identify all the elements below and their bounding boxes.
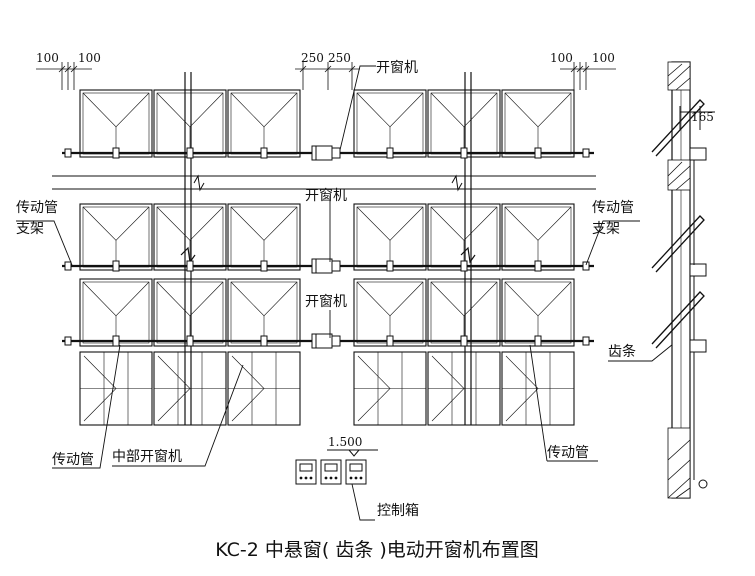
opener-label-top: 开窗机	[376, 59, 418, 76]
rack-gear	[386, 260, 394, 272]
window-grid	[79, 89, 575, 426]
drive-tube-label-right: 传动管	[547, 445, 589, 461]
dim-right-a: 100	[550, 51, 573, 65]
mid-sash-0-1-open-mark	[156, 206, 224, 241]
top-sash-4-open-mark	[430, 92, 498, 128]
elevation-mark	[327, 449, 378, 457]
rack-gear	[534, 260, 542, 272]
tube-bracket-label-left-2: 支架	[16, 221, 44, 237]
mid-sash-1-2-open-mark	[230, 281, 298, 317]
dim-mid-b: 250	[328, 51, 351, 65]
dim-right-b: 100	[592, 51, 615, 65]
rack-gear	[534, 335, 542, 347]
tube-bracket	[64, 336, 72, 346]
mid-sash-0-4-open-mark	[430, 206, 498, 241]
fixed-pane-3-hinge-mark	[357, 355, 391, 422]
section-hatch-bottom	[667, 427, 691, 499]
top-sash-3-open-mark	[356, 92, 424, 128]
section-hatch-mid	[667, 159, 691, 191]
rack-gear	[112, 260, 120, 272]
rack-gear	[460, 335, 468, 347]
rack-gear	[386, 147, 394, 159]
rack-gear	[534, 147, 542, 159]
tube-bracket	[582, 261, 590, 271]
drive-tube-lines	[62, 147, 594, 347]
mid-sash-0-5-open-mark	[504, 206, 572, 241]
top-sash-1-open-mark	[156, 92, 224, 128]
drawing-title: KC-2 中悬窗( 齿条 )电动开窗机布置图	[215, 539, 539, 561]
opener-label-mid1: 开窗机	[305, 187, 347, 204]
section-view	[651, 61, 715, 499]
mid-sash-1-4-open-mark	[430, 281, 498, 317]
top-sash-2-open-mark	[230, 92, 298, 128]
mid-sash-1-1-open-mark	[156, 281, 224, 317]
rack-gear	[260, 147, 268, 159]
mid-sash-0-3-open-mark	[356, 206, 424, 241]
opener-label-mid2: 开窗机	[305, 293, 347, 310]
rack-gear	[112, 335, 120, 347]
dim-left-b: 100	[78, 51, 101, 65]
tube-bracket	[582, 336, 590, 346]
mid-sash-0-2-open-mark	[230, 206, 298, 241]
control-boxes	[295, 449, 378, 485]
mid-sash-0-0-open-mark	[82, 206, 150, 241]
opener-motor-mid2	[311, 333, 341, 349]
fixed-pane-5-hinge-mark	[505, 355, 539, 422]
tube-bracket-label-right-1: 传动管	[592, 200, 634, 216]
opener-motor-top	[311, 145, 341, 161]
rack-gear	[260, 335, 268, 347]
top-sash-0-open-mark	[82, 92, 150, 128]
mid-opener-label: 中部开窗机	[112, 448, 182, 465]
elevation-label: 1.500	[328, 435, 362, 449]
vertical-columns	[180, 72, 476, 425]
rack-gear	[460, 147, 468, 159]
control-box-1	[295, 459, 317, 485]
control-box-3	[345, 459, 367, 485]
rack-label: 齿条	[608, 343, 636, 360]
control-box-2	[320, 459, 342, 485]
dim-section: 165	[691, 110, 714, 124]
tube-bracket-label-left-1: 传动管	[16, 200, 58, 216]
tube-bracket-label-right-2: 支架	[592, 221, 620, 237]
section-hatch-top	[667, 61, 691, 91]
section-racks	[679, 106, 715, 489]
dim-mid-a: 250	[301, 51, 324, 65]
mid-sash-1-0-open-mark	[82, 281, 150, 317]
rack-gear	[260, 260, 268, 272]
rack-gear	[186, 335, 194, 347]
rack-gear	[186, 147, 194, 159]
leader-lines	[16, 65, 679, 521]
opener-motor-mid1	[311, 258, 341, 274]
mid-sash-1-5-open-mark	[504, 281, 572, 317]
mid-sash-1-3-open-mark	[356, 281, 424, 317]
fixed-pane-4-hinge-mark	[431, 355, 465, 422]
fixed-pane-1-hinge-mark	[157, 355, 191, 422]
rack-gear	[112, 147, 120, 159]
rack-gear	[186, 260, 194, 272]
dimension-lines	[36, 62, 616, 90]
control-box-label: 控制箱	[377, 503, 419, 519]
rack-gear	[386, 335, 394, 347]
drive-tube-label-left: 传动管	[52, 452, 94, 468]
break-band	[52, 174, 596, 192]
rack-gear	[460, 260, 468, 272]
dim-left-a: 100	[36, 51, 59, 65]
fixed-pane-0-hinge-mark	[83, 355, 117, 422]
tube-bracket	[64, 148, 72, 158]
top-sash-5-open-mark	[504, 92, 572, 128]
tube-bracket	[582, 148, 590, 158]
opener-motors	[311, 145, 341, 349]
tube-bracket	[64, 261, 72, 271]
